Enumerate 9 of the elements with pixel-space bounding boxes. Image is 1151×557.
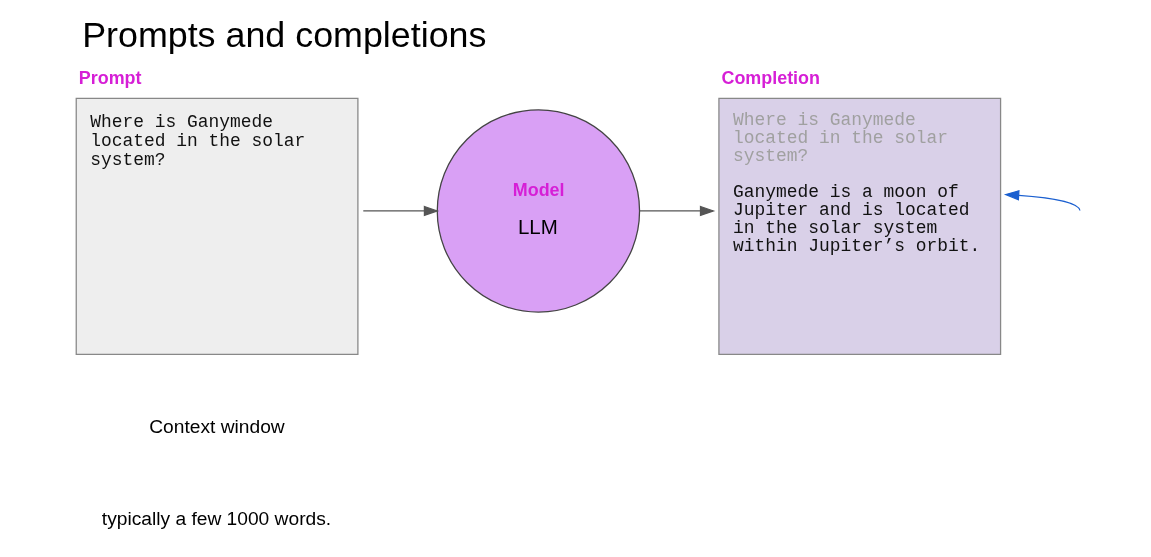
diagram-title: Prompts and completions — [81, 14, 486, 55]
label: Context window — [148, 416, 285, 438]
node-circle: Model LLM — [436, 109, 640, 313]
label: typically a few 1000 words. — [101, 508, 331, 530]
node-label: Completion — [720, 68, 820, 89]
arrow — [362, 205, 439, 217]
arrow — [638, 205, 715, 217]
arrow — [1003, 189, 1081, 212]
node-label: Prompt — [78, 68, 141, 89]
